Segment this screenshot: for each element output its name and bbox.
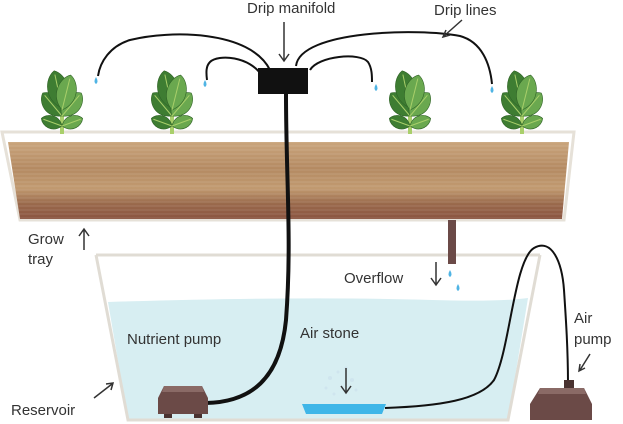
- droplet-icon: [490, 86, 494, 93]
- label-reservoir: Reservoir: [11, 402, 75, 419]
- label-overflow: Overflow: [344, 270, 403, 287]
- droplet-icon: [374, 84, 378, 91]
- drip-line-right-inner: [309, 55, 373, 83]
- air-pump: [530, 380, 592, 420]
- leafy-plant-icon: [41, 70, 83, 134]
- nutrient-pump: [158, 386, 208, 418]
- droplet-icon: [94, 77, 98, 84]
- label-air-pump-line1: Air: [574, 310, 592, 327]
- drip-line-right-outer: [295, 31, 493, 85]
- label-grow-tray-line2: tray: [28, 251, 54, 268]
- leafy-plant-icon: [501, 70, 543, 134]
- plants: [41, 70, 543, 134]
- droplet-icon: [448, 270, 452, 277]
- arrow-down-icon: [340, 368, 352, 395]
- leafy-plant-icon: [389, 70, 431, 134]
- leafy-plant-icon: [151, 70, 193, 134]
- drip-line-left-inner: [205, 56, 263, 81]
- droplet-icon: [456, 284, 460, 291]
- arrow-up-icon: [78, 227, 90, 250]
- drip-line-left-outer: [97, 33, 271, 77]
- label-grow-tray-line1: Grow: [28, 231, 64, 248]
- label-air-stone: Air stone: [300, 325, 359, 342]
- label-drip-manifold: Drip manifold: [247, 0, 335, 17]
- overflow-pipe: [448, 220, 456, 264]
- label-drip-lines: Drip lines: [434, 2, 497, 19]
- droplet-icon: [203, 80, 207, 87]
- drip-manifold: [258, 68, 308, 94]
- label-air-pump-line2: pump: [574, 331, 612, 348]
- reservoir-water: [108, 298, 528, 420]
- arrow-down-icon: [430, 262, 442, 287]
- air-stone: [302, 366, 386, 414]
- label-nutrient-pump: Nutrient pump: [127, 331, 221, 348]
- main-feed-tube: [205, 93, 291, 405]
- air-bubbles-icon: [324, 366, 358, 396]
- arrow-down-icon: [278, 22, 290, 63]
- reservoir-outline: [94, 254, 542, 422]
- air-line-tube: [384, 244, 569, 409]
- arrow-diagonal-icon: [441, 19, 463, 39]
- arrow-diagonal-icon: [578, 353, 591, 373]
- arrow-diagonal-icon: [93, 382, 115, 399]
